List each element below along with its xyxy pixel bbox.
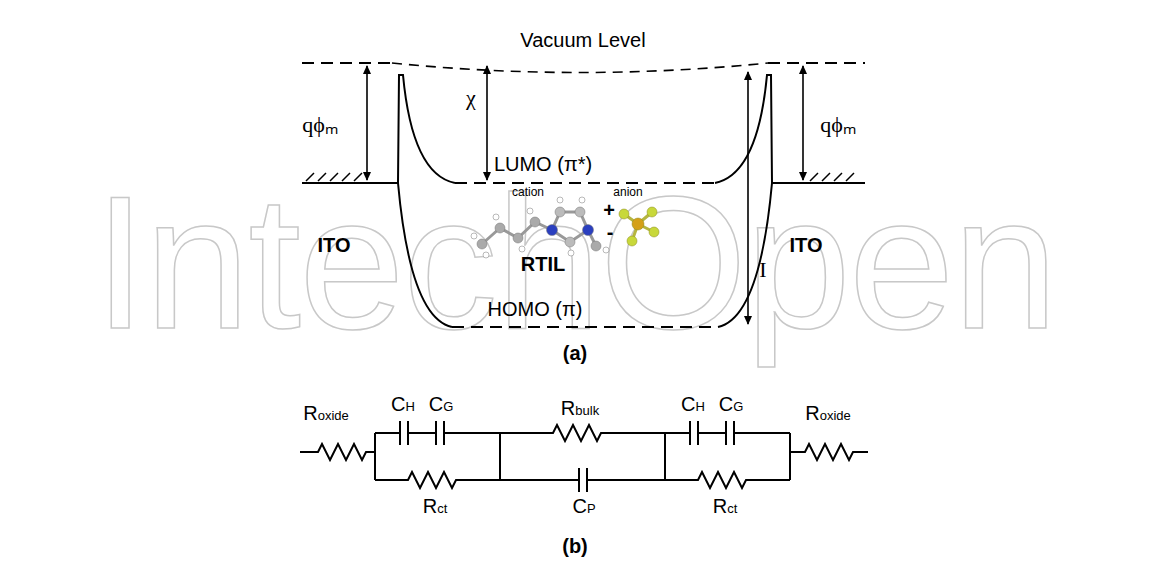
material-label: ITO: [790, 235, 823, 255]
component-label: Rct: [423, 496, 448, 516]
cation-molecule: [471, 197, 609, 258]
ion-label: anion: [613, 186, 642, 198]
material-label: ITO: [318, 235, 351, 255]
energy-label: qϕₘ: [820, 114, 856, 136]
anion-molecule: [619, 207, 659, 246]
component-label: Roxide: [805, 403, 851, 423]
component-label: CP: [572, 496, 595, 516]
level-label: LUMO (π*): [494, 154, 592, 174]
material-label: RTIL: [521, 254, 565, 274]
energy-label: χ: [466, 87, 476, 109]
component-label: Rbulk: [561, 398, 599, 418]
component-label: Rct: [713, 496, 738, 516]
charge-sign: -: [607, 222, 614, 242]
panel-label: (a): [563, 343, 587, 363]
component-label: CH: [681, 394, 705, 414]
energy-label: qϕₘ: [302, 114, 338, 136]
component-label: CH: [391, 394, 415, 414]
panel-label: (b): [562, 536, 588, 556]
component-label: CG: [719, 394, 744, 414]
ion-label: cation: [512, 186, 544, 198]
energy-label: I: [759, 259, 766, 281]
component-label: CG: [429, 394, 454, 414]
charge-sign: +: [603, 200, 615, 220]
watermark: IntechOpen: [94, 167, 1056, 357]
level-label: Vacuum Level: [520, 30, 645, 50]
component-label: Roxide: [303, 403, 349, 423]
level-label: HOMO (π): [488, 299, 583, 319]
